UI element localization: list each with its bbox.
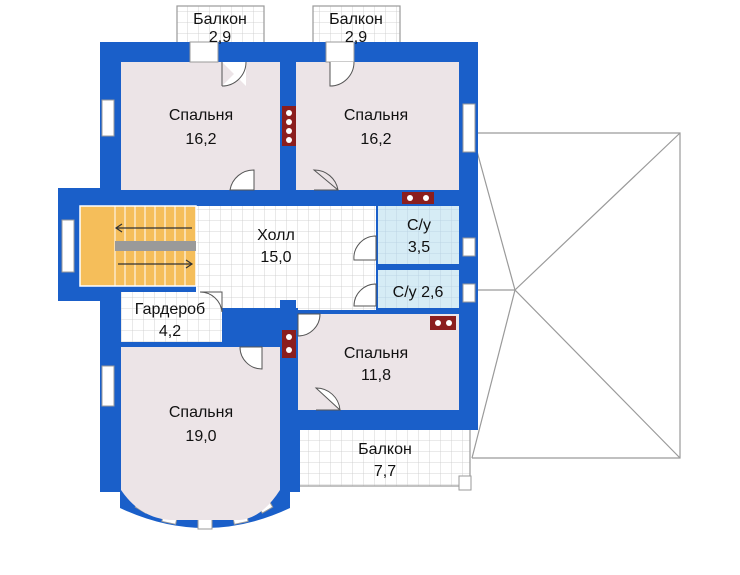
partition: [280, 300, 296, 490]
bedroom-bottom-left-name: Спальня: [169, 404, 233, 421]
bedroom-top-right-area: 16,2: [360, 131, 391, 148]
roof-outline: [471, 132, 681, 459]
wardrobe-name: Гардероб: [135, 301, 205, 318]
wardrobe-area: 4,2: [159, 323, 181, 340]
bedroom-top-left-area: 16,2: [185, 131, 216, 148]
staircase: [79, 205, 197, 287]
balcony-bottom-name: Балкон: [358, 441, 412, 458]
bedroom-mid-right-name: Спальня: [344, 345, 408, 362]
bath-upper-area: 3,5: [408, 239, 430, 256]
bedroom-top-left: [121, 62, 280, 190]
bedroom-top-right: [296, 62, 459, 190]
windows: [61, 41, 476, 407]
hall: [196, 206, 376, 308]
balcony-bottom-area: 7,7: [374, 463, 396, 480]
wardrobe: [121, 292, 222, 342]
balcony-top-right: [312, 5, 401, 47]
balcony-top-left-area: 2,9: [209, 29, 231, 46]
doors: [199, 61, 377, 411]
bath-lower: [378, 270, 459, 308]
ventilation-shafts: [282, 106, 456, 358]
bedroom-top-right-name: Спальня: [344, 107, 408, 124]
balcony-top-left-name: Балкон: [193, 11, 247, 28]
bedroom-bottom-left-area: 19,0: [185, 428, 216, 445]
bath-lower-label: С/у 2,6: [393, 284, 444, 301]
bath-upper: [378, 206, 459, 264]
bath-upper-name: С/у: [407, 217, 431, 234]
hall-area: 15,0: [260, 249, 291, 266]
balcony-top-right-area: 2,9: [345, 29, 367, 46]
bedroom-mid-right-area: 11,8: [361, 367, 391, 384]
bedroom-top-left-name: Спальня: [169, 107, 233, 124]
bedroom-bottom-left: [121, 347, 280, 520]
hall-name: Холл: [257, 227, 295, 244]
balcony-top-right-name: Балкон: [329, 11, 383, 28]
